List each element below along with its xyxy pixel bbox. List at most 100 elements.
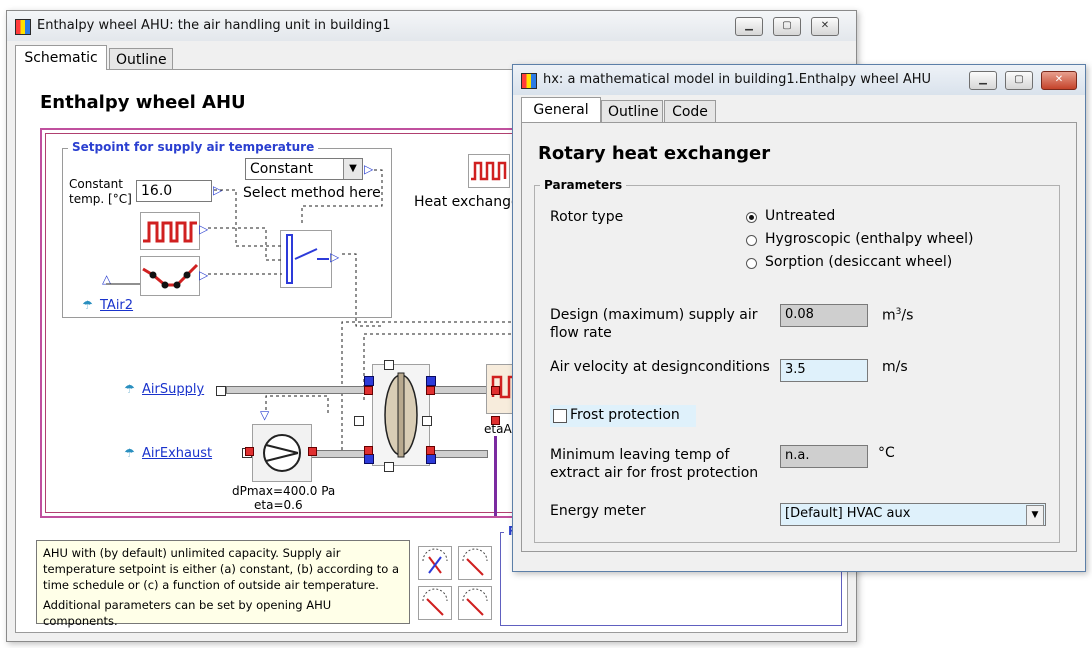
schedule-icon bbox=[143, 221, 197, 243]
curve-out-port: ▷ bbox=[199, 268, 209, 282]
switch-block[interactable] bbox=[280, 230, 332, 288]
air-supply-link[interactable]: AirSupply bbox=[142, 382, 205, 397]
design-flow-unit-tail: /s bbox=[901, 307, 914, 324]
min-temp-unit: °C bbox=[878, 445, 895, 461]
rotor-hygroscopic-label[interactable]: Hygroscopic (enthalpy wheel) bbox=[765, 231, 974, 247]
hx-titlebar[interactable]: hx: a mathematical model in building1.En… bbox=[513, 65, 1085, 95]
energy-meter-label: Energy meter bbox=[550, 503, 646, 519]
wheel-wport-2 bbox=[384, 462, 394, 472]
curve-icon bbox=[142, 263, 199, 289]
maximize-icon[interactable]: ▢ bbox=[1005, 71, 1033, 90]
purple-line bbox=[494, 436, 497, 516]
rotor-sorption-radio[interactable] bbox=[746, 258, 757, 269]
minimize-icon[interactable]: ▁ bbox=[969, 71, 997, 90]
schematic-heading: Enthalpy wheel AHU bbox=[40, 92, 246, 113]
method-select[interactable]: Constant ▼ bbox=[245, 158, 363, 180]
minimize-icon[interactable]: ▁ bbox=[735, 17, 763, 36]
setpoint-group-title: Setpoint for supply air temperature bbox=[68, 140, 319, 154]
wheel-port-4 bbox=[426, 454, 436, 464]
close-icon[interactable]: ✕ bbox=[1041, 71, 1077, 90]
min-temp-field: n.a. bbox=[780, 445, 868, 468]
ahu-titlebar[interactable]: Enthalpy wheel AHU: the air handling uni… bbox=[7, 11, 856, 41]
app-icon bbox=[15, 19, 31, 35]
fan-dp-label: dPmax=400.0 Pa bbox=[232, 484, 336, 498]
meter-block-3[interactable] bbox=[418, 586, 452, 620]
dropdown-arrow-icon[interactable]: ▼ bbox=[343, 159, 362, 179]
frost-label[interactable]: Frost protection bbox=[570, 407, 680, 423]
wheel-port-2 bbox=[426, 376, 436, 386]
curve-wire bbox=[106, 283, 140, 285]
weather-icon: ☂ bbox=[124, 446, 135, 460]
design-flow-unit-sup: 3 bbox=[895, 307, 902, 317]
rotor-sorption-label[interactable]: Sorption (desiccant wheel) bbox=[765, 254, 953, 270]
tair2-link[interactable]: TAir2 bbox=[100, 298, 134, 313]
velocity-label: Air velocity at designconditions bbox=[550, 359, 770, 375]
meter-icon bbox=[462, 588, 488, 616]
ahu-window-title: Enthalpy wheel AHU: the air handling uni… bbox=[37, 18, 391, 33]
meter-block-4[interactable] bbox=[458, 586, 492, 620]
method-select-value: Constant bbox=[250, 161, 313, 177]
wheel-port-1 bbox=[364, 376, 374, 386]
setpoint-wires bbox=[208, 169, 383, 327]
tab-outline[interactable]: Outline bbox=[601, 100, 663, 122]
design-flow-field: 0.08 bbox=[780, 304, 868, 327]
design-flow-label-1: Design (maximum) supply air bbox=[550, 307, 758, 323]
rotor-hygroscopic-radio[interactable] bbox=[746, 235, 757, 246]
wheel-red-2 bbox=[426, 386, 435, 395]
wheel-red-4 bbox=[426, 446, 435, 455]
meter-block-2[interactable] bbox=[458, 546, 492, 580]
dropdown-arrow-icon[interactable]: ▼ bbox=[1026, 505, 1044, 526]
info-box: AHU with (by default) unlimited capacity… bbox=[36, 540, 410, 628]
energy-meter-select[interactable]: [Default] HVAC aux ▼ bbox=[780, 503, 1046, 526]
rotor-untreated-radio[interactable] bbox=[746, 212, 757, 223]
heat-exchanger-label: Heat exchanger bbox=[414, 194, 526, 210]
air-exhaust-link[interactable]: AirExhaust bbox=[142, 446, 213, 461]
tab-schematic[interactable]: Schematic bbox=[15, 45, 107, 70]
frost-row[interactable] bbox=[550, 405, 696, 427]
min-temp-label-1: Minimum leaving temp of bbox=[550, 447, 730, 463]
wheel-block[interactable] bbox=[372, 364, 430, 466]
design-flow-unit: m3/s bbox=[882, 307, 913, 324]
parameters-group bbox=[534, 185, 1060, 543]
velocity-unit: m/s bbox=[882, 359, 908, 375]
close-icon[interactable]: ✕ bbox=[811, 17, 839, 36]
tab-general[interactable]: General bbox=[521, 97, 601, 122]
wheel-port-3 bbox=[364, 454, 374, 464]
weather-icon: ☂ bbox=[124, 382, 135, 396]
velocity-input[interactable]: 3.5 bbox=[780, 359, 868, 382]
heater-port bbox=[491, 386, 500, 395]
const-out-port: ▷ bbox=[213, 183, 223, 197]
hx-panel: Rotary heat exchanger Parameters Rotor t… bbox=[521, 122, 1077, 552]
maximize-icon[interactable]: ▢ bbox=[773, 17, 801, 36]
const-temp-input[interactable]: 16.0 bbox=[136, 180, 212, 202]
fan-eta-label: eta=0.6 bbox=[254, 498, 303, 512]
const-label-1: Constant bbox=[69, 177, 123, 191]
schedule-out-port: ▷ bbox=[199, 222, 209, 236]
fan-port-in bbox=[245, 447, 254, 456]
tab-code[interactable]: Code bbox=[664, 100, 716, 122]
switch-icon bbox=[286, 234, 329, 284]
curve-block[interactable] bbox=[140, 256, 200, 296]
heater-port-bottom bbox=[491, 416, 500, 425]
wheel-red-1 bbox=[364, 386, 373, 395]
system-wires bbox=[341, 321, 524, 450]
wheel-icon bbox=[384, 372, 418, 458]
frost-checkbox[interactable] bbox=[553, 409, 567, 423]
tab-outline[interactable]: Outline bbox=[109, 48, 173, 70]
rotor-untreated-label[interactable]: Untreated bbox=[765, 208, 836, 224]
wheel-wport-3 bbox=[422, 416, 432, 426]
const-label-2: temp. [°C] bbox=[69, 192, 132, 206]
hx-window: hx: a mathematical model in building1.En… bbox=[512, 64, 1086, 572]
meter-block-1[interactable] bbox=[418, 546, 452, 580]
fan-block[interactable] bbox=[252, 424, 312, 482]
method-hint: Select method here bbox=[243, 185, 381, 201]
heater-top-block[interactable] bbox=[468, 154, 510, 188]
wheel-wport-1 bbox=[384, 360, 394, 370]
meter-icon bbox=[462, 548, 488, 576]
schedule-block[interactable] bbox=[140, 212, 200, 250]
wheel-red-3 bbox=[364, 446, 373, 455]
fan-signal-port: ▽ bbox=[260, 408, 270, 422]
hx-window-title: hx: a mathematical model in building1.En… bbox=[543, 72, 932, 87]
supply-inlet-port bbox=[216, 386, 226, 396]
wheel-wport-4 bbox=[354, 416, 364, 426]
